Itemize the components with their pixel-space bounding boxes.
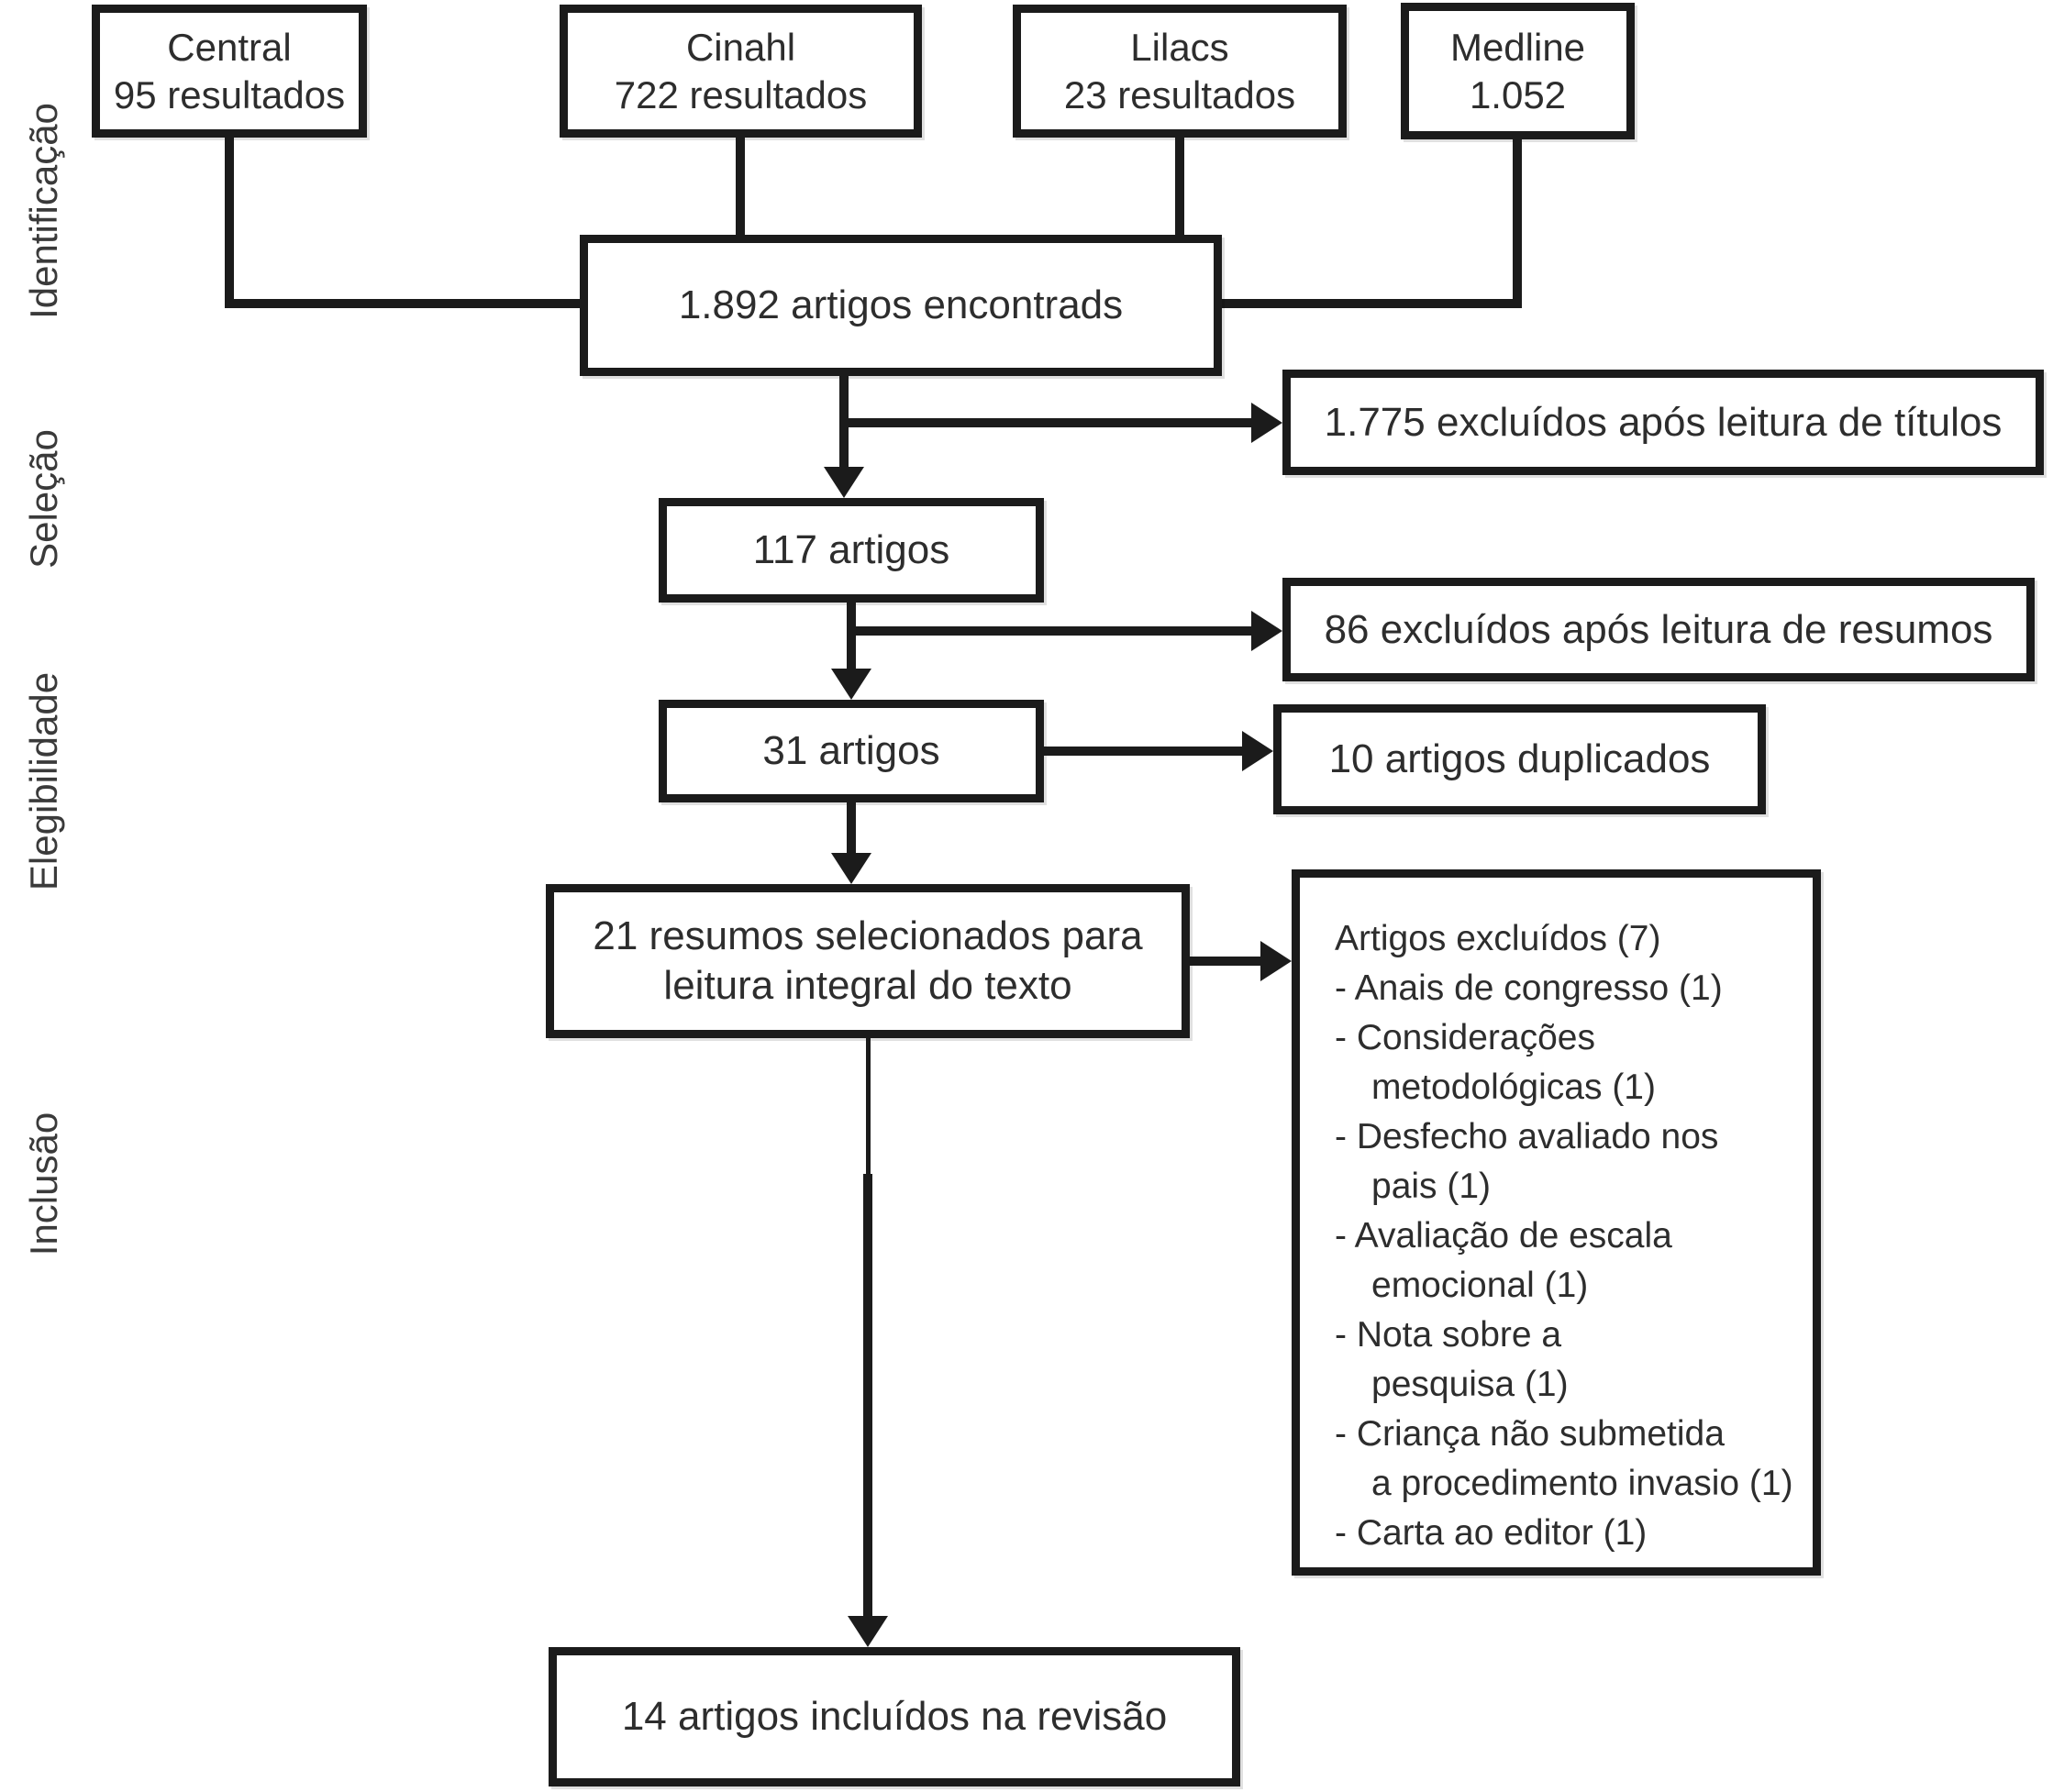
included-14-label: 14 artigos incluídos na revisão (621, 1694, 1168, 1740)
excluded-fulltext-item: - Carta ao editor (1) (1335, 1513, 1648, 1553)
excluded-fulltext-item: - Anais de congresso (1) (1335, 968, 1723, 1008)
source-name: Central (167, 26, 292, 70)
box-excluded-fulltext: Artigos excluídos (7) - Anais de congres… (1292, 869, 1821, 1576)
arrowhead-right-excluded-titles-icon (1251, 403, 1282, 443)
excluded-titles-label: 1.775 excluídos após leitura de títulos (1324, 399, 2003, 445)
box-included-14: 14 artigos incluídos na revisão (549, 1647, 1240, 1786)
excluded-fulltext-item: - Considerações metodológicas (1) (1335, 1018, 1656, 1107)
box-articles-31: 31 artigos (659, 700, 1044, 802)
duplicates-label: 10 artigos duplicados (1328, 736, 1711, 782)
arrowhead-right-excluded7-icon (1260, 941, 1292, 981)
articles-31-label: 31 artigos (762, 728, 940, 774)
arrowhead-down-14-icon (848, 1616, 888, 1647)
box-duplicates: 10 artigos duplicados (1273, 704, 1766, 814)
source-count: 23 resultados (1063, 72, 1296, 116)
box-source-central: Central 95 resultados (92, 5, 367, 138)
box-excluded-abstracts: 86 excluídos após leitura de resumos (1282, 578, 2035, 681)
connector-medline-vertical (1513, 136, 1522, 308)
box-source-lilacs: Lilacs 23 resultados (1013, 5, 1347, 138)
stage-label-inclusao: Inclusão (22, 1112, 65, 1256)
source-name: Medline (1449, 26, 1586, 70)
box-articles-117: 117 artigos (659, 498, 1044, 603)
box-source-cinahl: Cinahl 722 resultados (560, 5, 922, 138)
connector-21-to-14-thin (866, 1038, 871, 1180)
box-excluded-titles: 1.775 excluídos após leitura de títulos (1282, 370, 2044, 475)
source-name: Cinahl (685, 26, 796, 70)
arrowhead-down-117-icon (824, 467, 864, 498)
articles-found-label: 1.892 artigos encontrads (678, 282, 1124, 328)
selected-21-label: 21 resumos selecionados para leitura int… (593, 913, 1143, 1008)
connector-central-vertical (225, 134, 234, 308)
connector-branch-excluded-abstracts (847, 626, 1251, 636)
connector-central-horizontal (225, 299, 589, 308)
source-count: 95 resultados (113, 72, 346, 116)
excluded-abstracts-label: 86 excluídos após leitura de resumos (1324, 606, 1993, 652)
arrowhead-down-21-icon (831, 853, 871, 884)
source-count: 722 resultados (614, 72, 868, 116)
connector-31-to-21 (847, 799, 856, 856)
arrowhead-down-31-icon (831, 669, 871, 700)
connector-21-to-14-thick (863, 1174, 872, 1620)
box-articles-found: 1.892 artigos encontrads (580, 235, 1222, 376)
stage-label-elegibilidade: Elegibilidade (22, 671, 65, 891)
excluded-fulltext-title: Artigos excluídos (7) (1335, 919, 1661, 958)
connector-cinahl-vertical (736, 134, 745, 239)
connector-medline-horizontal (1222, 299, 1522, 308)
arrowhead-right-excluded-abstracts-icon (1251, 611, 1282, 651)
stage-label-identificacao: Identificação (22, 103, 65, 319)
excluded-fulltext-item: - Desfecho avaliado nos pais (1) (1335, 1117, 1719, 1206)
excluded-fulltext-item: - Criança não submetida a procedimento i… (1335, 1414, 1793, 1503)
connector-117-to-31 (847, 599, 856, 674)
box-selected-21: 21 resumos selecionados para leitura int… (546, 884, 1190, 1038)
source-count: 1.052 (1469, 72, 1567, 116)
arrowhead-right-duplicates-icon (1242, 731, 1273, 771)
connector-lilacs-vertical (1175, 134, 1184, 239)
excluded-fulltext-item: - Avaliação de escala emocional (1) (1335, 1216, 1672, 1305)
stage-label-selecao: Seleção (22, 429, 65, 569)
source-name: Lilacs (1130, 26, 1229, 70)
articles-117-label: 117 artigos (752, 527, 950, 573)
box-source-medline: Medline 1.052 (1401, 3, 1635, 139)
excluded-fulltext-item: - Nota sobre a pesquisa (1) (1335, 1315, 1569, 1404)
connector-31-to-duplicates (1044, 747, 1242, 756)
connector-branch-excluded-titles (839, 418, 1251, 427)
connector-21-to-excluded7 (1190, 957, 1260, 966)
